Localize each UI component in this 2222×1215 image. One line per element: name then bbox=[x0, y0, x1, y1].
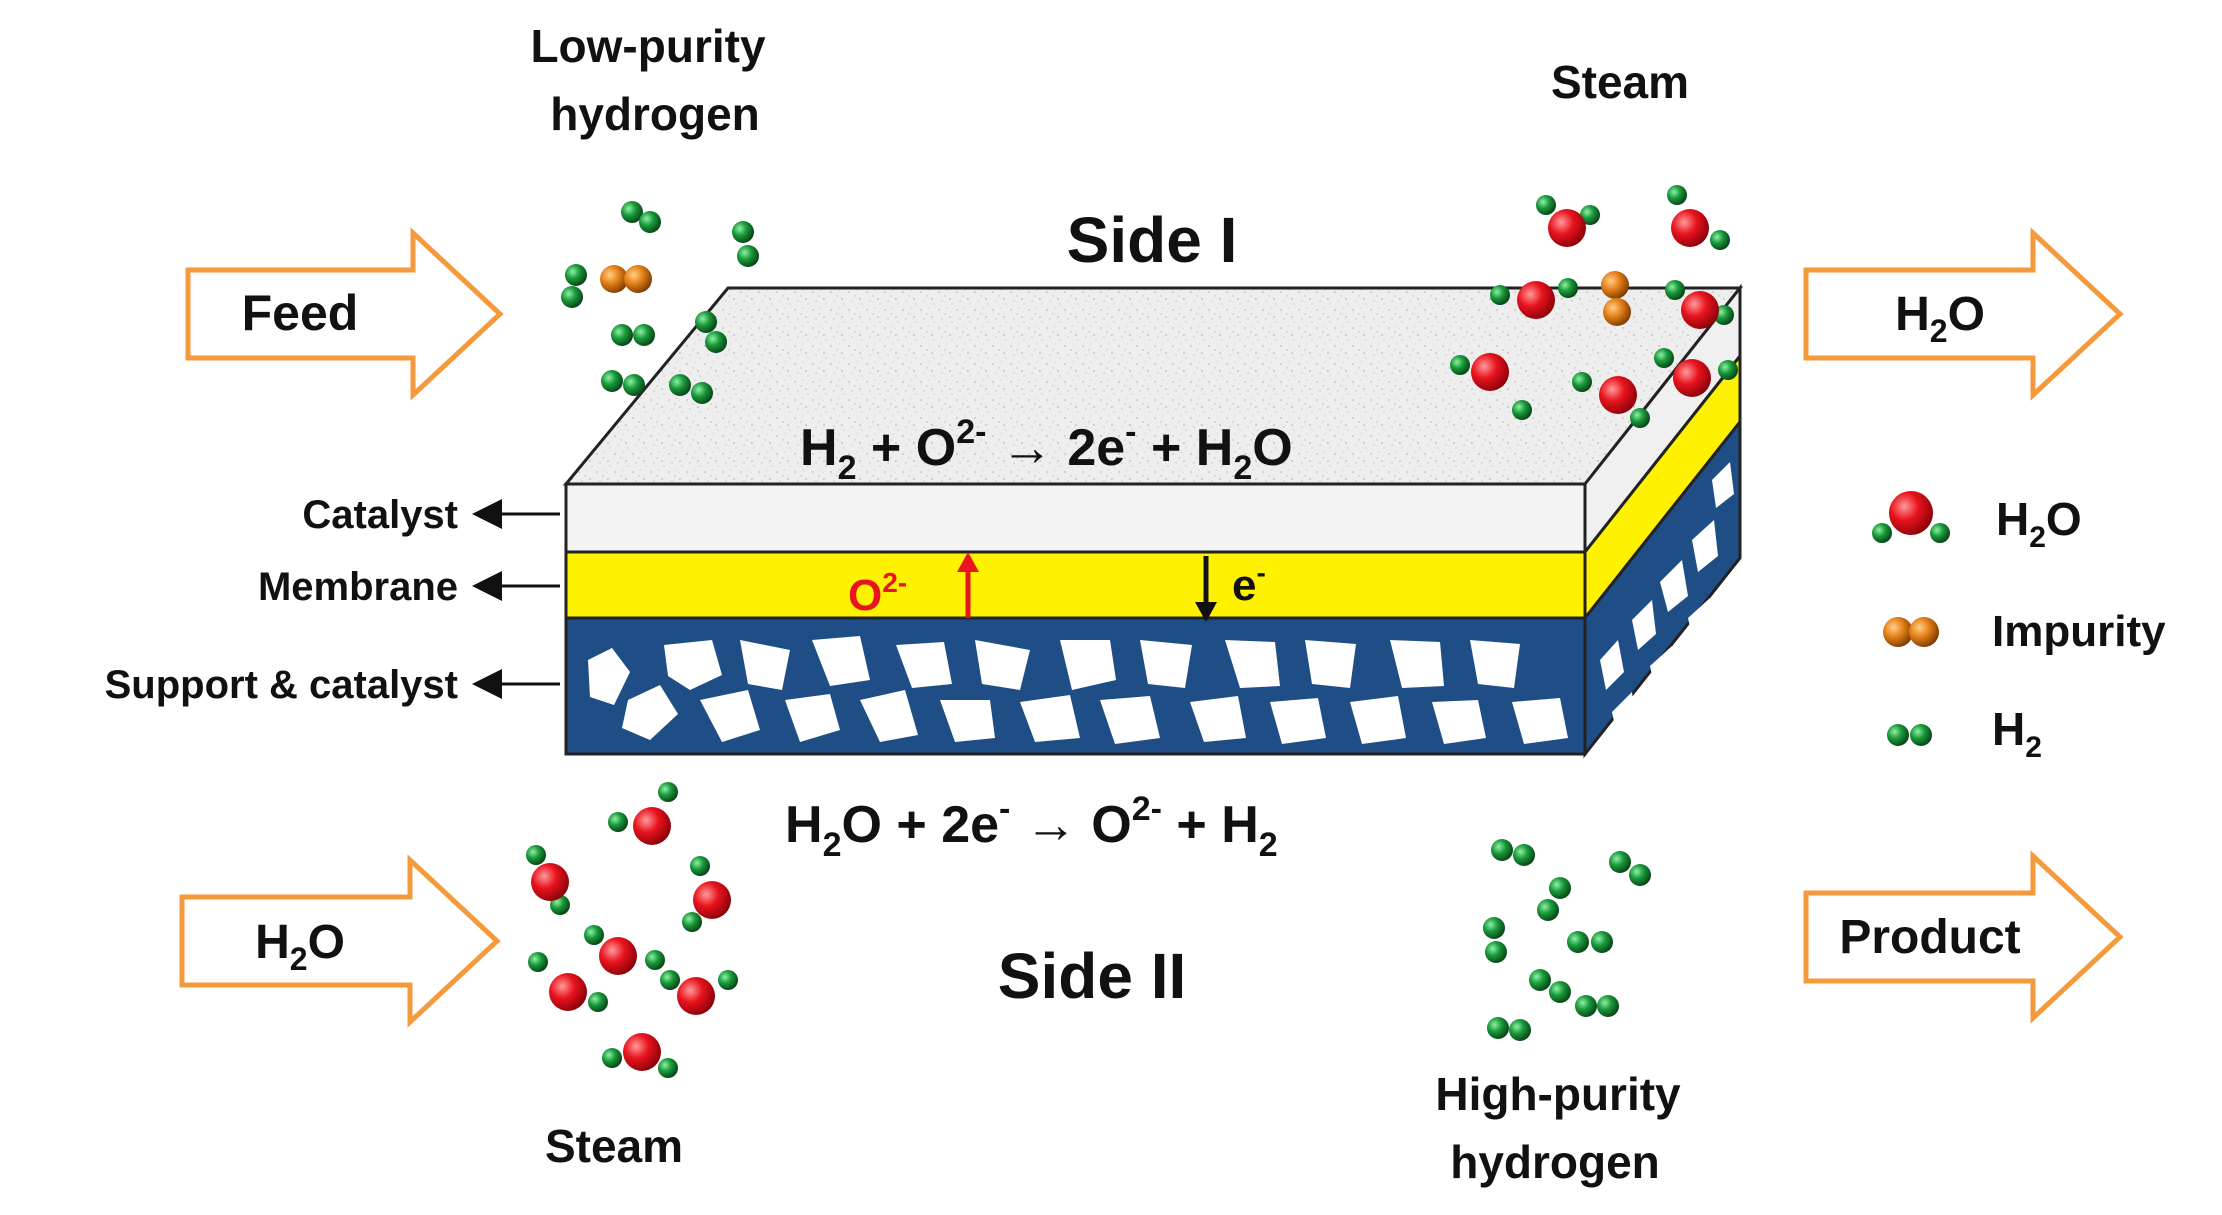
impurity-molecule bbox=[1601, 271, 1631, 326]
high-purity-label-line1: High-purity bbox=[1435, 1068, 1681, 1120]
hydrogen-molecule bbox=[1537, 877, 1571, 921]
hydrogen-molecule bbox=[601, 370, 645, 396]
reaction-top: H2 + O2- → 2e- + H2O bbox=[800, 413, 1293, 487]
steam-out-molecules bbox=[1450, 185, 1738, 428]
layer-pointers bbox=[472, 499, 560, 699]
membrane-label: Membrane bbox=[258, 565, 458, 609]
water-molecule bbox=[602, 1033, 678, 1078]
water-molecule bbox=[660, 970, 738, 1015]
oxide-transport: O2- bbox=[848, 552, 979, 620]
water-molecule bbox=[608, 782, 678, 845]
water-molecule bbox=[1654, 348, 1738, 397]
water-molecule bbox=[1536, 195, 1600, 247]
hydrogen-molecule bbox=[732, 221, 759, 267]
svg-text:O2-: O2- bbox=[848, 567, 907, 620]
steam-label-bottom: Steam bbox=[545, 1120, 683, 1172]
hydrogen-molecule bbox=[1483, 917, 1507, 963]
feed-molecules bbox=[561, 201, 759, 404]
impurity-molecule bbox=[600, 265, 652, 293]
product-label: Product bbox=[1839, 911, 2020, 964]
low-purity-label-line2: hydrogen bbox=[550, 88, 760, 140]
side-two-label: Side II bbox=[998, 940, 1187, 1012]
legend-water-icon bbox=[1872, 491, 1950, 543]
water-molecule bbox=[528, 952, 608, 1012]
reaction-bottom: H2O + 2e- → O2- + H2 bbox=[785, 790, 1278, 864]
catalyst-layer bbox=[564, 482, 1587, 554]
hydrogen-molecule bbox=[1567, 931, 1613, 953]
product-molecules bbox=[1483, 839, 1651, 1041]
membrane-layer bbox=[564, 550, 1587, 620]
side-one-label: Side I bbox=[1067, 204, 1238, 276]
legend-impurity-label: Impurity bbox=[1992, 607, 2166, 656]
legend-hydrogen-label: H2 bbox=[1992, 703, 2042, 764]
legend-hydrogen-icon bbox=[1887, 724, 1932, 746]
low-purity-label-line1: Low-purity bbox=[530, 20, 765, 72]
feed-arrow: Feed bbox=[185, 227, 504, 401]
water-molecule bbox=[1667, 185, 1730, 250]
hydrogen-molecule bbox=[561, 264, 587, 308]
high-purity-label-line2: hydrogen bbox=[1450, 1136, 1660, 1188]
steam-label-top: Steam bbox=[1551, 56, 1689, 108]
hydrogen-molecule bbox=[695, 311, 727, 353]
hydrogen-molecule bbox=[621, 201, 661, 233]
hydrogen-molecule bbox=[611, 324, 655, 346]
hydrogen-molecule bbox=[669, 374, 713, 404]
electron-transport: e- bbox=[1195, 556, 1266, 622]
legend: H2O Impurity H2 bbox=[1872, 491, 2166, 764]
membrane-slab bbox=[562, 283, 1744, 759]
h2o-in-label: H2O bbox=[255, 916, 345, 977]
legend-impurity-icon bbox=[1883, 617, 1939, 647]
support-label: Support & catalyst bbox=[105, 663, 458, 707]
legend-water-label: H2O bbox=[1996, 493, 2082, 554]
hydrogen-molecule bbox=[1487, 1017, 1531, 1041]
water-molecule bbox=[1572, 372, 1650, 428]
water-molecule bbox=[682, 856, 731, 932]
product-arrow: Product bbox=[1803, 850, 2124, 1024]
catalyst-label: Catalyst bbox=[302, 493, 458, 537]
water-molecule bbox=[1665, 280, 1734, 329]
support-pores bbox=[588, 636, 1568, 744]
support-side-pores bbox=[1600, 462, 1734, 740]
water-molecule bbox=[584, 925, 665, 975]
hydrogen-molecule bbox=[1609, 851, 1651, 886]
steam-in-molecules bbox=[526, 782, 738, 1078]
water-molecule bbox=[1490, 278, 1578, 319]
water-molecule bbox=[526, 845, 570, 915]
feed-label: Feed bbox=[242, 285, 359, 341]
hydrogen-molecule bbox=[1575, 995, 1619, 1017]
svg-text:e-: e- bbox=[1232, 557, 1266, 610]
hydrogen-molecule bbox=[1529, 969, 1571, 1003]
water-molecule bbox=[1450, 353, 1532, 420]
h2o-in-arrow: H2O bbox=[179, 854, 501, 1028]
h2o-out-label: H2O bbox=[1895, 288, 1985, 349]
hydrogen-molecule bbox=[1491, 839, 1535, 866]
h2o-out-arrow: H2O bbox=[1803, 227, 2124, 401]
